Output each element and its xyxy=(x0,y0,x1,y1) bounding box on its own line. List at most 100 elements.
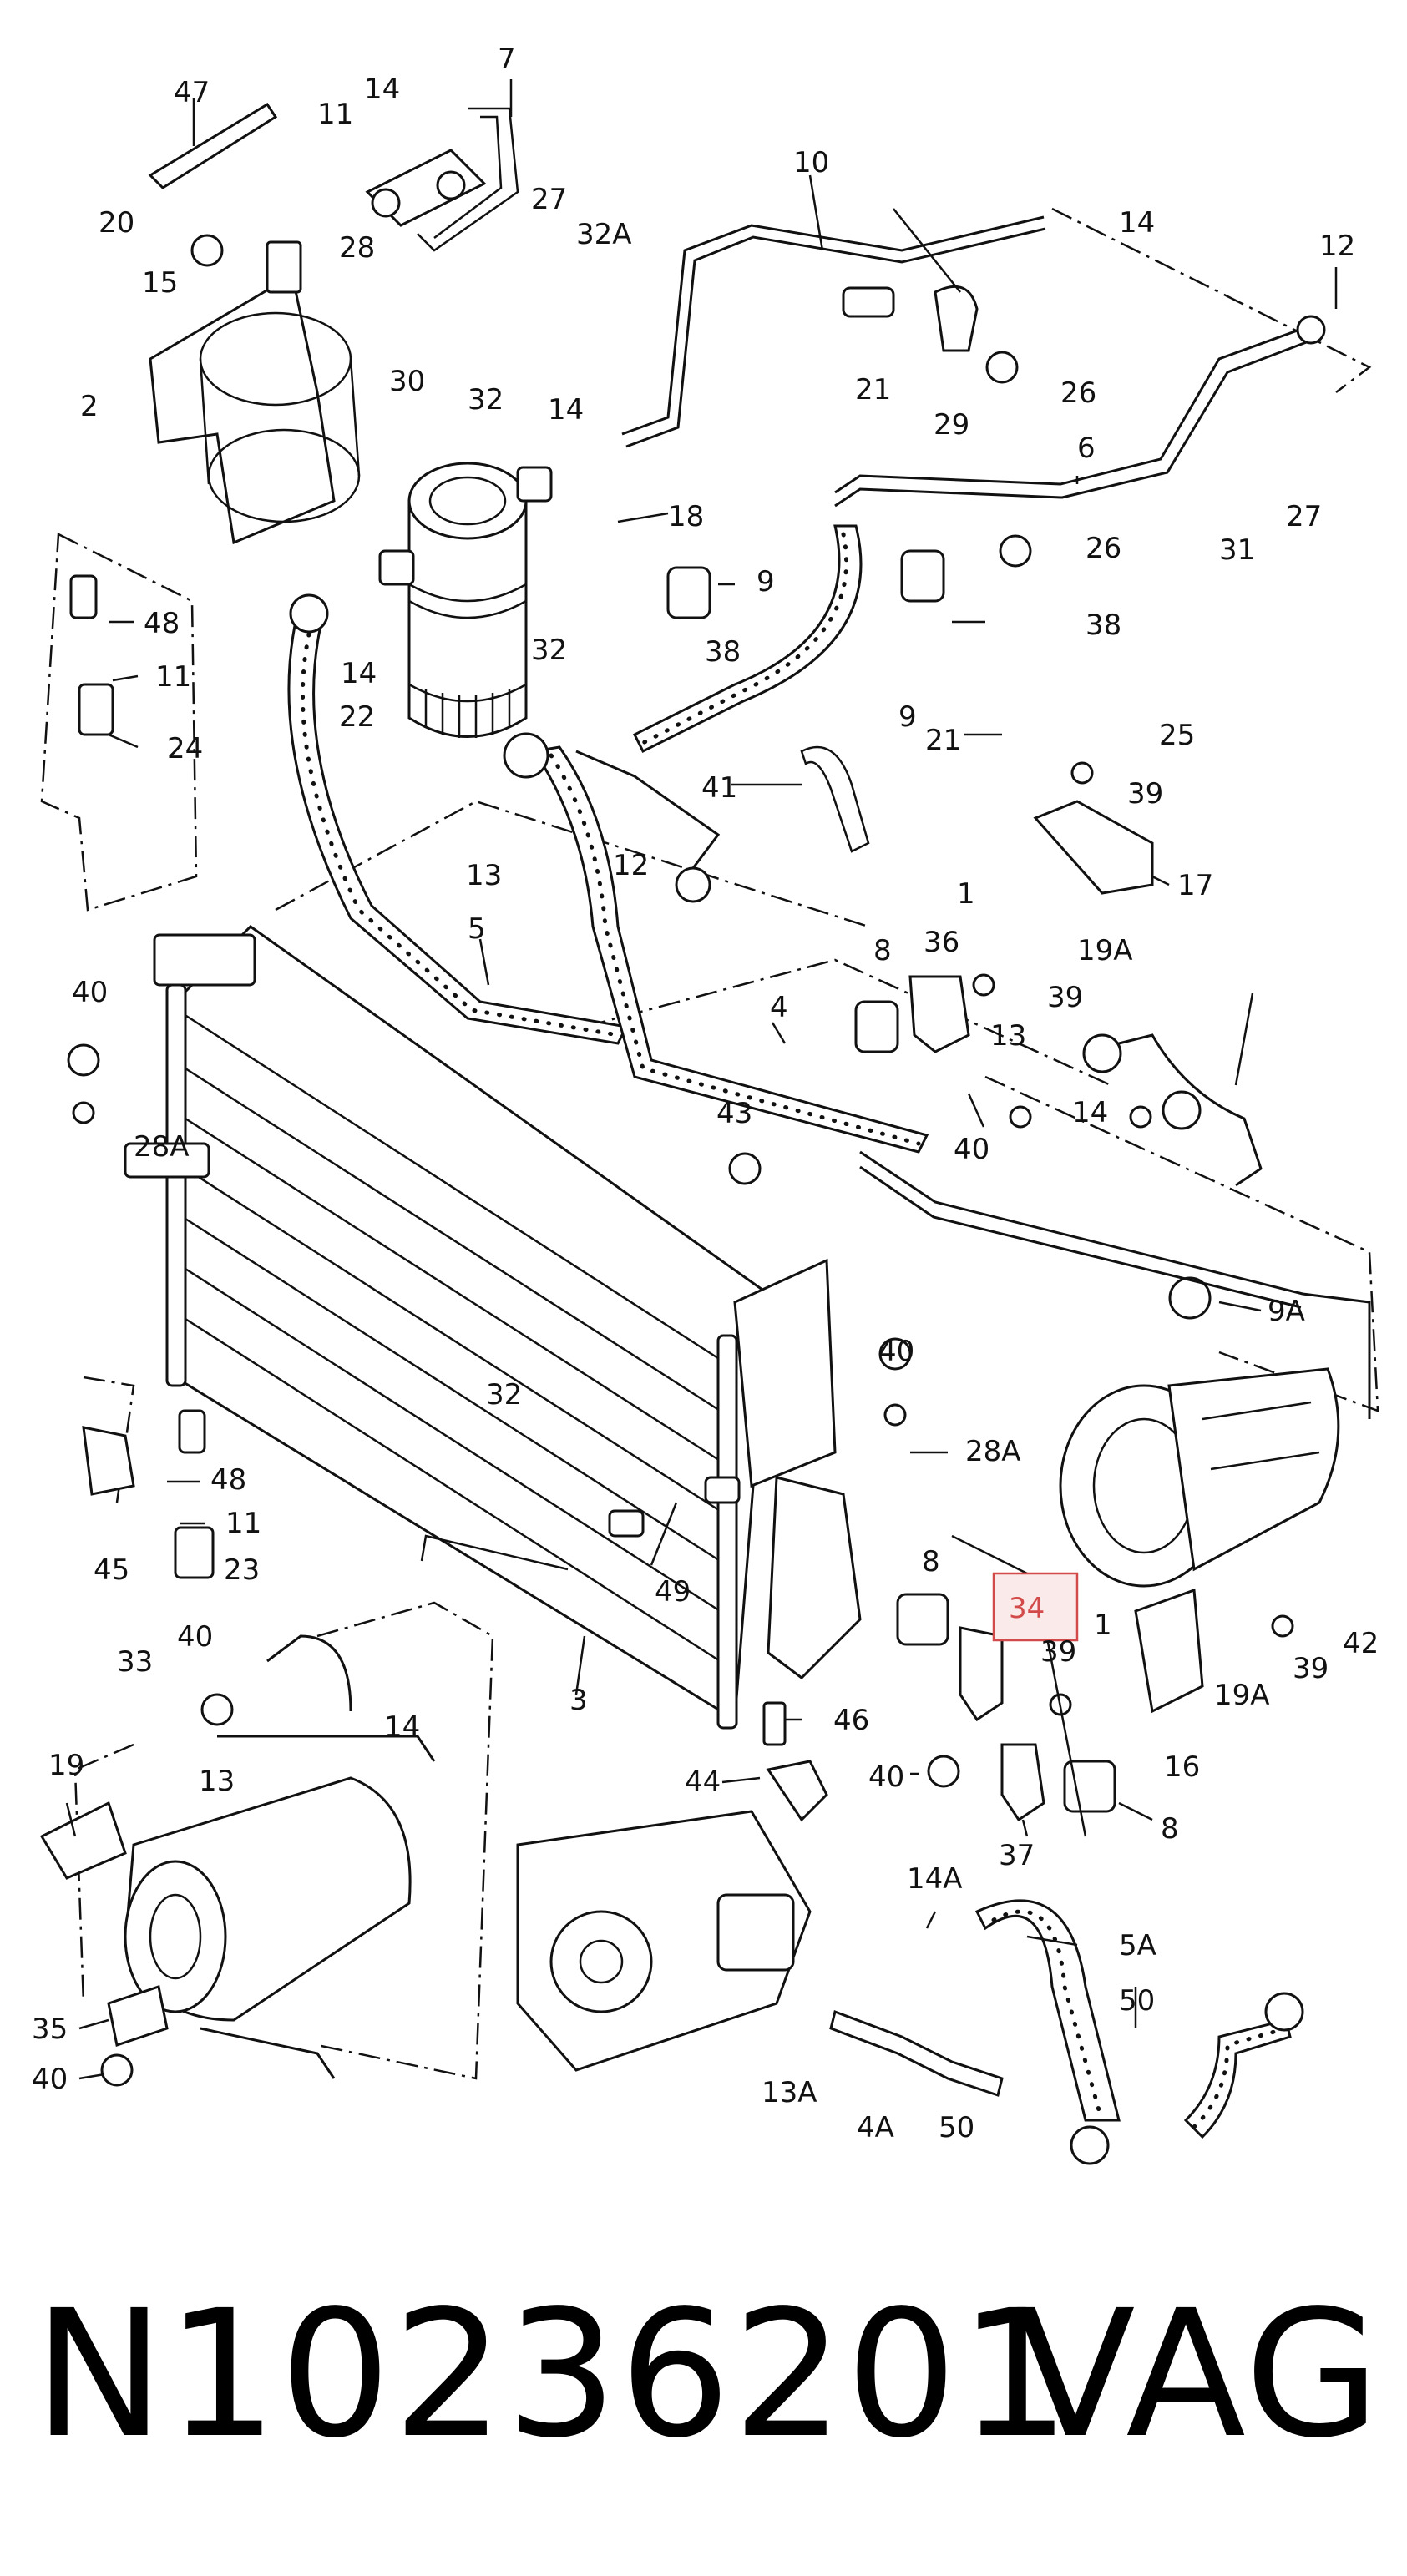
label-27-right: 27 xyxy=(1286,500,1322,533)
label-16: 16 xyxy=(1164,1750,1200,1784)
label-26-mid: 26 xyxy=(1086,532,1121,565)
label-32-clamp: 32 xyxy=(531,634,567,667)
label-26-top: 26 xyxy=(1060,376,1096,410)
label-13-mid: 13 xyxy=(990,1019,1026,1053)
label-9-right: 9 xyxy=(898,700,917,734)
label-50-right: 50 xyxy=(1119,1984,1155,2018)
label-45: 45 xyxy=(94,1553,129,1587)
part-number: N10236201 xyxy=(33,2272,1072,2477)
label-24: 24 xyxy=(167,732,203,765)
bracket-2 xyxy=(149,234,361,545)
label-14-top: 14 xyxy=(1119,206,1155,240)
label-39-bottom-left: 39 xyxy=(1040,1635,1076,1669)
label-33: 33 xyxy=(117,1645,153,1679)
label-11-bottom: 11 xyxy=(225,1507,261,1540)
exploded-view-drawing xyxy=(39,102,1379,2165)
label-19A-bottom: 19A xyxy=(1214,1679,1270,1712)
label-40-bottom: 40 xyxy=(868,1760,904,1794)
receiver-drier-22 xyxy=(378,462,553,738)
label-14A: 14A xyxy=(907,1862,963,1896)
label-6: 6 xyxy=(1077,432,1096,465)
label-3: 3 xyxy=(569,1684,588,1717)
label-39-bottom-right: 39 xyxy=(1293,1652,1329,1685)
label-35: 35 xyxy=(32,2013,68,2046)
label-39-top: 39 xyxy=(1127,777,1163,811)
label-28A-right: 28A xyxy=(965,1435,1021,1468)
label-47: 47 xyxy=(174,76,210,109)
label-32-drier: 32 xyxy=(468,383,504,417)
label-30: 30 xyxy=(389,365,425,398)
label-8-mid: 8 xyxy=(922,1545,940,1578)
label-40-left: 40 xyxy=(177,1620,213,1654)
label-32-bottom: 32 xyxy=(486,1378,522,1412)
label-31: 31 xyxy=(1219,533,1255,567)
label-9-left: 9 xyxy=(757,565,775,599)
label-40-corner: 40 xyxy=(32,2063,68,2096)
label-41: 41 xyxy=(701,771,737,805)
label-14-left: 14 xyxy=(341,657,377,690)
label-38-right: 38 xyxy=(1086,609,1121,642)
compressor-right xyxy=(1059,1276,1340,1588)
label-49: 49 xyxy=(655,1575,691,1609)
label-2: 2 xyxy=(80,390,99,423)
label-13-bottom: 13 xyxy=(199,1765,235,1798)
label-44: 44 xyxy=(685,1765,721,1799)
compressor-left xyxy=(124,1634,436,2079)
label-7: 7 xyxy=(498,43,516,76)
label-40-top: 40 xyxy=(72,976,108,1009)
label-20: 20 xyxy=(99,206,134,240)
label-9A: 9A xyxy=(1268,1295,1305,1328)
label-37: 37 xyxy=(999,1839,1035,1872)
label-29: 29 xyxy=(934,408,969,442)
label-8-bottom: 8 xyxy=(1161,1812,1179,1846)
label-42: 42 xyxy=(1343,1627,1379,1660)
label-23: 23 xyxy=(224,1553,260,1587)
valve-block-7 xyxy=(365,107,519,252)
label-5: 5 xyxy=(468,912,486,946)
label-50-bottom: 50 xyxy=(939,2111,974,2144)
label-14-mid: 14 xyxy=(1072,1096,1108,1129)
label-4: 4 xyxy=(770,991,788,1024)
label-17: 17 xyxy=(1177,869,1213,902)
label-14: 14 xyxy=(364,73,400,106)
label-27: 27 xyxy=(531,183,567,216)
label-14-bottom: 14 xyxy=(384,1710,420,1744)
label-40-right: 40 xyxy=(878,1335,914,1368)
label-39-mid: 39 xyxy=(1047,981,1083,1014)
label-12-mid: 12 xyxy=(613,849,649,882)
label-1-bottom: 1 xyxy=(1094,1609,1112,1642)
label-48-bottom: 48 xyxy=(210,1463,246,1497)
ac-parts-diagram: 47 14 7 11 20 15 28 2 30 27 32A 10 14 12… xyxy=(32,43,1379,2165)
fasteners xyxy=(67,534,1294,2087)
label-5A: 5A xyxy=(1119,1929,1156,1962)
label-15: 15 xyxy=(142,266,178,300)
label-38-left: 38 xyxy=(705,635,741,669)
label-11-top: 11 xyxy=(155,660,191,694)
label-28A-left: 28A xyxy=(134,1130,190,1164)
highlight-box xyxy=(992,1572,1079,1642)
label-21-mid: 21 xyxy=(925,724,961,757)
label-18: 18 xyxy=(668,500,704,533)
label-32A: 32A xyxy=(576,218,632,251)
label-11: 11 xyxy=(317,98,353,131)
label-22: 22 xyxy=(339,700,375,734)
label-19A-top: 19A xyxy=(1077,934,1133,967)
label-19: 19 xyxy=(48,1749,84,1782)
label-36: 36 xyxy=(924,926,959,959)
label-28: 28 xyxy=(339,231,375,265)
label-1-top: 1 xyxy=(957,877,975,911)
label-21-top: 21 xyxy=(855,373,891,407)
valve-pin-47 xyxy=(148,102,278,189)
label-34: 34 xyxy=(1009,1592,1045,1625)
condenser-3 xyxy=(124,925,862,1730)
label-12-top: 12 xyxy=(1319,230,1355,263)
label-8-top: 8 xyxy=(873,934,892,967)
callout-labels: 47 14 7 11 20 15 28 2 30 27 32A 10 14 12… xyxy=(32,43,1379,2144)
label-13-top: 13 xyxy=(466,859,502,892)
label-48-top: 48 xyxy=(144,607,180,640)
label-46: 46 xyxy=(833,1704,869,1737)
label-14-drier: 14 xyxy=(548,393,584,427)
label-4A: 4A xyxy=(857,2111,894,2144)
label-40-mid: 40 xyxy=(954,1133,989,1166)
label-13A: 13A xyxy=(762,2076,817,2109)
